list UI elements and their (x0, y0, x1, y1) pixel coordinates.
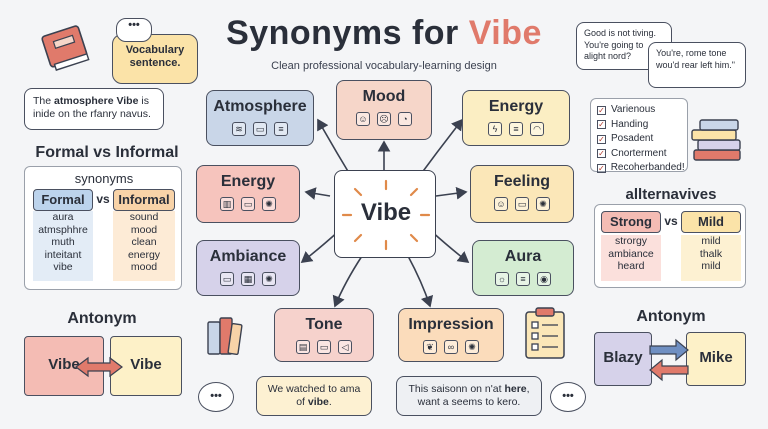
gear-icon: ✺ (262, 197, 276, 211)
eye-icon: ◉ (537, 272, 551, 286)
chat-bubble-2: You're, rome tone wou'd rear left him." (648, 42, 746, 88)
chart-icon: ▥ (220, 197, 234, 211)
link-icon: ∞ (444, 340, 458, 354)
gauge-icon: ◠ (530, 122, 544, 136)
antonym-left-box-2: Vibe (110, 336, 182, 396)
leaf-icon: ❦ (423, 340, 437, 354)
chat-icon: ••• (116, 18, 152, 42)
sun-icon: ☼ (495, 272, 509, 286)
lightning-icon: ϟ (488, 122, 502, 136)
people-icon: ☺ (356, 112, 370, 126)
megaphone-icon: ◁ (338, 340, 352, 354)
sad-face-icon: ☹ (377, 112, 391, 126)
list-item: thalk (699, 247, 723, 260)
document-icon: ≡ (516, 272, 530, 286)
clipboard-icon (525, 307, 565, 359)
center-word-node: Vibe (334, 170, 436, 258)
settings-icon: ✺ (262, 272, 276, 286)
book-icon: ▭ (317, 340, 331, 354)
informal-word-list: sound mood clean energy mood (113, 211, 175, 281)
books-icon (207, 317, 243, 356)
checklist-panel: ✓Varienous ✓Handing ✓Posadent ✓Cnorterme… (590, 98, 688, 173)
checklist-item: ✓Varienous (597, 104, 656, 115)
antonym-right-box-1: Blazy (594, 332, 652, 386)
document-icon: ≡ (509, 122, 523, 136)
list-item: clean (131, 236, 157, 248)
list-item: mood (130, 223, 158, 236)
formal-informal-panel: synonyms Formal vs Informal aura atmsphh… (24, 166, 182, 290)
settings-icon: ✺ (465, 340, 479, 354)
gear-icon: ✺ (536, 197, 550, 211)
swap-arrows-icon (649, 338, 689, 382)
example-bubble-bottom-left: We watched to ama of vibe. (256, 376, 372, 416)
list-item: ambiance (608, 247, 654, 260)
vs-label: vs (96, 192, 110, 206)
book-stack-icon (691, 119, 741, 161)
list-item: mild (701, 260, 721, 272)
synonym-node-impression: Impression ❦∞✺ (398, 308, 504, 362)
mild-label: Mild (681, 211, 741, 233)
example-sentence-bubble: The atmosphere Vibe is inide on the rfan… (24, 88, 164, 130)
formal-word-list: aura atmsphhre muth inteitant vibe (33, 211, 93, 281)
synonym-node-atmosphere: Atmosphere ≋▭≡ (206, 90, 314, 146)
monitor-icon: ▭ (220, 272, 234, 286)
synonym-node-aura: Aura ☼≡◉ (472, 240, 574, 296)
list-item: sound (129, 211, 159, 223)
vocabulary-sentence-bubble: Vocabulary sentence. (112, 34, 198, 84)
list-item: mood (130, 261, 158, 273)
strong-word-list: strorgy ambiance heard (601, 235, 661, 281)
synonym-node-feeling: Feeling ☺▭✺ (470, 165, 574, 223)
book-icon: ▭ (253, 122, 267, 136)
mild-word-list: mild thalk mild (681, 235, 741, 281)
synonyms-subheading: synonyms (74, 171, 134, 186)
synonym-node-mood: Mood ☺☹◔ (336, 80, 432, 140)
checklist-item: ✓Cnorterment (597, 147, 667, 159)
chat-icon: ▤ (296, 340, 310, 354)
list-item: muth (51, 236, 75, 248)
list-item: mild (701, 235, 721, 247)
center-word: Vibe (360, 199, 412, 226)
list-item: energy (127, 248, 161, 261)
alternatives-heading: allternavives (625, 186, 717, 203)
grid-icon: ▦ (241, 272, 255, 286)
head-icon: ◔ (398, 112, 412, 126)
formal-informal-heading: Formal vs Informal (35, 144, 179, 161)
vs-label: vs (664, 214, 678, 228)
checklist-item: ✓Posadent (597, 133, 654, 144)
radiant-burst-icon (341, 179, 431, 251)
open-book-icon: ▭ (515, 197, 529, 211)
antonym-right-box-2: Mike (686, 332, 746, 386)
synonym-node-tone: Tone ▤▭◁ (274, 308, 374, 362)
synonym-node-energy-left: Energy ▥▭✺ (196, 165, 300, 223)
faces-icon: ☺ (494, 197, 508, 211)
antonym-left-heading: Antonym (67, 310, 137, 327)
list-item: inteitant (44, 248, 82, 261)
alternatives-panel: Strong vs Mild strorgy ambiance heard mi… (594, 204, 746, 288)
example-bubble-bottom-right: This saisonn on n'at here, want a seems … (396, 376, 542, 416)
book-icon: ▭ (241, 197, 255, 211)
antonym-right-heading: Antonym (636, 308, 706, 325)
double-arrow-icon (75, 356, 123, 378)
list-item: atmsphhre (38, 223, 88, 236)
strong-label: Strong (601, 211, 661, 233)
list-item: aura (52, 211, 74, 223)
synonym-node-ambiance: Ambiance ▭▦✺ (196, 240, 300, 296)
page-subtitle: Clean professional vocabulary-learning d… (271, 60, 497, 72)
list-item: heard (617, 260, 645, 272)
checklist-item: ✓Recoherbanded! (597, 162, 685, 173)
checklist-item: ✓Handing (597, 118, 649, 130)
formal-label: Formal (33, 189, 93, 211)
informal-label: Informal (113, 189, 175, 211)
synonym-node-energy-top: Energy ϟ≡◠ (462, 90, 570, 146)
document-icon: ≡ (274, 122, 288, 136)
list-item: strorgy (614, 235, 648, 247)
chat-icon-bottom-left: ••• (198, 382, 234, 412)
chat-icon-bottom-right: ••• (550, 382, 586, 412)
wind-icon: ≋ (232, 122, 246, 136)
book-icon (41, 25, 90, 71)
list-item: vibe (53, 261, 73, 273)
page-title: Synonyms for Vibe (226, 14, 542, 52)
